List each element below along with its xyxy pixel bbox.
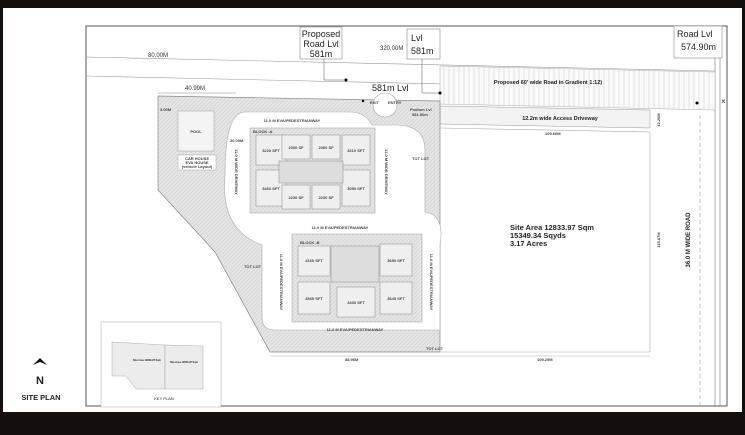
access-driveway-label: 12.2m wide Access Driveway (522, 116, 599, 122)
proposed-road-level-box: Proposed Road Lvl 581m (299, 26, 348, 82)
wide-road-label: 36.0 M WIDE ROAD (686, 212, 692, 268)
dim-40: 40.99M (185, 86, 205, 92)
key-plan-lot-a: Site Area 12833.97 Sqm (133, 359, 162, 362)
dim-80: 80.00M (148, 53, 168, 59)
parking-label-1: CAR HOUSE (185, 156, 209, 161)
driveway-label-1: 11.0 M WIDE DRIVEWAY (234, 149, 239, 195)
cross-marker-icon: × (721, 97, 726, 106)
level-text: 574.90m (681, 42, 716, 52)
dim-20: 20.00M (230, 138, 244, 143)
parking-label-2: EVA HOUSE (185, 160, 208, 165)
eva-label-2: 11.0 M EVA/PEDESTRIANWAY (312, 225, 369, 230)
eva-label-5: 11.0 M EVA/PEDESTRIANWAY (429, 254, 434, 311)
block-b-label: BLOCK -B (300, 240, 320, 245)
unit-a-8: 3090 SFT (347, 186, 365, 191)
parking (177, 154, 217, 171)
podium-level-2: 581.50m (412, 112, 428, 117)
unit-a-3: 2300 SF (318, 145, 334, 150)
parking-label-3: (vehicle Layout) (182, 164, 213, 169)
key-plan: Site Area 12833.97 Sqm Site Area 12833.9… (100, 321, 222, 408)
entry-label: ENTRY (388, 100, 402, 105)
unit-a-5: 3460 SFT (262, 186, 280, 191)
site-plan-title: SITE PLAN (21, 393, 60, 402)
access-driveway: 12.2m wide Access Driveway 12.20M (439, 105, 661, 129)
road-level-box: Road Lvl 574.90m (673, 25, 723, 105)
unit-b-5: 3645 SFT (387, 296, 405, 301)
north-arrow-icon (33, 358, 47, 365)
site-area-acres: 3.17 Acres (510, 239, 547, 248)
unit-b-1: 4160 SFT (305, 258, 323, 263)
eva-label-4: 11.0 M EVA/PEDESTRIANWAY (279, 254, 284, 311)
dim-88-96: 88.96M (345, 357, 359, 362)
proposed-road-label: Proposed 60' wide Road in Gradient 1:12) (494, 80, 602, 86)
key-plan-label: KEY PLAN (154, 396, 174, 401)
tot-lot-3: TOT LOT (426, 346, 444, 351)
pool (177, 110, 215, 152)
tot-lot-2: TOT LOT (244, 264, 262, 269)
unit-a-1: 3220 SFT (262, 148, 280, 153)
unit-a-7: 2230 SF (318, 195, 334, 200)
unit-b-3: 4565 SFT (305, 296, 323, 301)
block-a-label: BLOCK -A (253, 129, 273, 134)
pool-label: POOL (190, 129, 202, 134)
dim-109-66: 109.66M (545, 131, 561, 136)
site-area-sqm: Site Area 12833.97 Sqm (510, 223, 594, 232)
tot-lot-1: TOT LOT (412, 156, 430, 161)
dim-115-67: 115.67M (656, 232, 661, 248)
level-text: 581m (411, 46, 434, 56)
dim-109-20: 109.20M (537, 357, 553, 362)
eva-label-3: 11.0 M EVA/PEDESTRIANWAY (327, 327, 384, 332)
unit-b-2: 3690 SFT (387, 258, 405, 263)
site-area-boundary (439, 127, 651, 353)
level-text: Road Lvl (303, 39, 339, 49)
podium-level-1: Podium Lvl (410, 107, 432, 112)
drawing-border (85, 25, 728, 407)
block-a (255, 134, 371, 210)
level-text: 581m (310, 49, 333, 59)
dim-3: 3.00M (160, 107, 172, 112)
eva-label-1: 11.0 M EVA/PEDESTRIANWAY (264, 118, 321, 123)
unit-b-4: 3430 SFT (347, 300, 365, 305)
proposed-60ft-road: Proposed 60' wide Road in Gradient 1:12) (439, 65, 716, 111)
key-plan-lot-b: Site Area 12833.97 Sqm (170, 361, 199, 364)
level-text: Proposed (302, 29, 341, 39)
north-label: N (36, 375, 44, 387)
unit-a-4: 3210 SFT (347, 148, 365, 153)
driveway-label-2: 11.0 M WIDE DRIVEWAY (384, 149, 389, 195)
lvl-581-box: Lvl 581m (406, 28, 442, 95)
unit-a-6: 2230 SF (288, 195, 304, 200)
level-text: Lvl (411, 33, 423, 43)
entry-loop (372, 92, 398, 118)
lvl-581-label: 581m Lvl (372, 83, 409, 93)
level-text: Road Lvl (677, 29, 713, 39)
site-area-sqyds: 15349.34 Sqyds (510, 231, 566, 240)
dim-12-20: 12.20M (656, 113, 661, 127)
unit-a-2: 2300 SF (288, 145, 304, 150)
block-b (297, 243, 413, 318)
exit-label: EXIT (370, 100, 379, 105)
dim-320: 320.00M (380, 46, 403, 52)
